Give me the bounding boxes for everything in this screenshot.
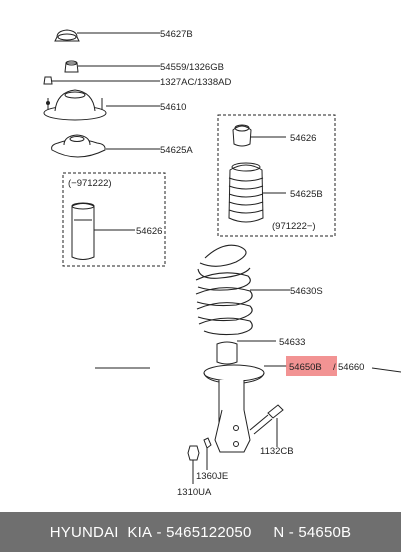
label-54626-right: 54626 xyxy=(290,133,316,144)
label-1310ua: 1310UA xyxy=(177,487,212,498)
label-54559: 54559/1326GB xyxy=(160,62,224,73)
leader-54660 xyxy=(371,367,401,373)
bump-stop-part xyxy=(216,340,276,365)
strut-assembly-part xyxy=(95,364,401,453)
footer-part-number: 5465122050 xyxy=(166,523,252,541)
lower-nuts-part xyxy=(187,437,212,484)
date-note-left: (−971222) xyxy=(68,178,112,189)
label-54633: 54633 xyxy=(279,337,305,348)
label-54626-left: 54626 xyxy=(136,226,162,237)
footer-brand: HYUNDAI KIA xyxy=(49,523,153,541)
label-54660: 54660 xyxy=(338,362,364,373)
dust-cap-part xyxy=(54,29,160,42)
washer-part xyxy=(43,76,160,85)
lock-nut-part xyxy=(64,60,160,73)
label-1327ac: 1327AC/1338AD xyxy=(160,77,231,88)
strut-mount-part xyxy=(43,89,160,121)
label-54610: 54610 xyxy=(160,102,186,113)
label-separator: / xyxy=(333,362,336,373)
footer-bar: HYUNDAI KIA - 5465122050 N - 54650B xyxy=(0,512,401,552)
label-54625a: 54625A xyxy=(160,145,193,156)
label-54627b: 54627B xyxy=(160,29,193,40)
spring-seat-part xyxy=(51,134,160,158)
label-1360je: 1360JE xyxy=(196,471,228,482)
label-1132cb: 1132CB xyxy=(260,446,294,457)
coil-spring-part xyxy=(195,244,290,336)
right-variant-box xyxy=(217,114,336,237)
highlight-box xyxy=(286,356,337,376)
label-54625b: 54625B xyxy=(290,189,323,200)
label-54630s: 54630S xyxy=(290,286,323,297)
footer-callout: N - 54650B xyxy=(273,523,352,541)
date-note-right: (971222−) xyxy=(272,221,316,232)
left-variant-box xyxy=(62,172,166,267)
bolt-part xyxy=(249,404,284,447)
label-54650b: 54650B xyxy=(289,362,322,373)
